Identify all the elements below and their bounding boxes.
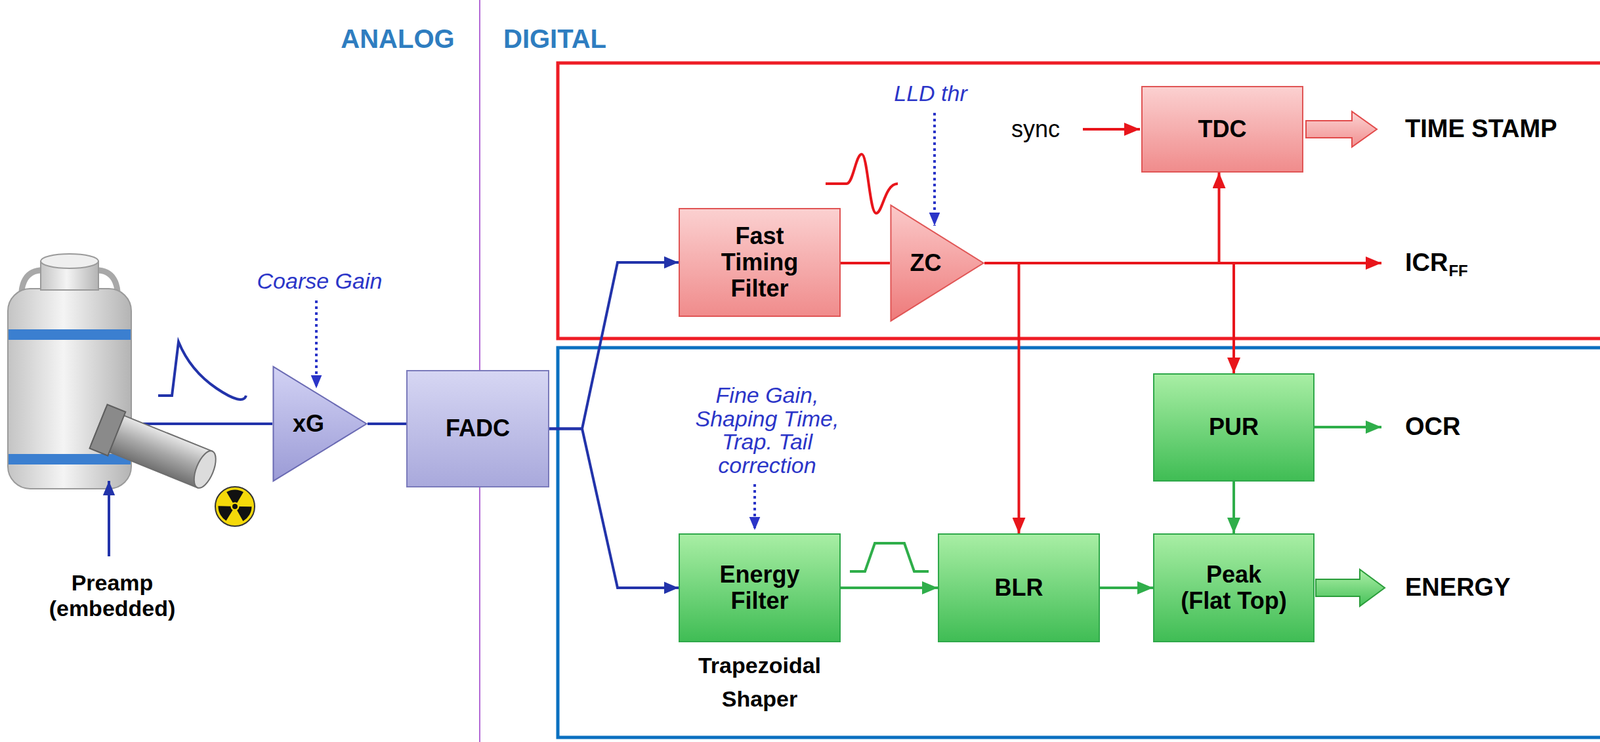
box-caption: Trapezoidal Shaper xyxy=(674,649,846,716)
box-label: ZC xyxy=(910,250,942,277)
parameter-note: Coarse Gain xyxy=(257,268,383,295)
probe-ring xyxy=(89,404,127,457)
comparator-triangle: ZC xyxy=(889,204,985,323)
box-label: xG xyxy=(292,410,325,438)
section-heading: ANALOG xyxy=(340,24,455,54)
signal-connector xyxy=(1232,481,1236,534)
probe-cap xyxy=(189,448,221,491)
amplifier-triangle: xG xyxy=(272,365,368,483)
box-label: FADC xyxy=(445,415,510,442)
box-label: PUR xyxy=(1208,414,1259,441)
parameter-arrow xyxy=(753,484,757,531)
process-box: FADC xyxy=(406,370,550,488)
triangle-shape xyxy=(890,205,984,321)
section-heading: DIGITAL xyxy=(503,23,607,54)
output-name: ICR xyxy=(1405,248,1448,277)
signal-connector xyxy=(367,422,407,426)
signal-wire xyxy=(131,422,273,426)
hollow-output-arrow xyxy=(1315,569,1385,607)
radiation-disc xyxy=(215,486,255,527)
hollow-output-arrow xyxy=(1305,111,1377,148)
dewar-stripe xyxy=(8,329,131,340)
signal-connector xyxy=(984,172,1220,264)
preamp-pulse-icon xyxy=(158,341,247,400)
box-label: TDC xyxy=(1198,116,1247,143)
process-box: Peak (Flat Top) xyxy=(1153,533,1315,643)
box-label: BLR xyxy=(994,574,1044,602)
bipolar-pulse-icon xyxy=(825,154,898,214)
parameter-arrow xyxy=(933,112,936,226)
sync-arrow xyxy=(1082,127,1140,131)
output-arrow xyxy=(1314,425,1382,429)
output-name: ENERGY xyxy=(1405,573,1511,602)
parameter-note: Coarse Gain xyxy=(257,268,383,294)
leader-arrow xyxy=(107,481,111,557)
box-label: Peak (Flat Top) xyxy=(1164,561,1303,615)
output-name: ENERGY xyxy=(1405,573,1511,603)
dewar-stripe xyxy=(8,454,131,465)
signal-connector xyxy=(840,586,938,590)
parameter-note: LLD thr xyxy=(893,80,968,106)
box-label: Energy Filter xyxy=(704,561,816,615)
process-box: TDC xyxy=(1141,85,1304,173)
signal-connector xyxy=(1099,586,1154,590)
timing-region xyxy=(557,63,1600,339)
dewar-lid xyxy=(40,253,99,269)
energy-region xyxy=(557,347,1600,738)
signal-connector xyxy=(984,263,1234,374)
signal-connector xyxy=(984,263,1020,534)
parameter-note: Fine Gain, Shaping Time, Trap. Tail corr… xyxy=(695,382,840,478)
signal-connector xyxy=(840,261,890,265)
box-label: Fast Timing Filter xyxy=(717,223,803,303)
output-subscript: FF xyxy=(1448,261,1468,280)
output-name: TIME STAMP xyxy=(1405,114,1558,144)
triangle-shape xyxy=(273,366,367,482)
parameter-arrow xyxy=(315,300,318,389)
trapezoid-pulse-icon xyxy=(849,543,929,572)
output-subscript: FF xyxy=(1448,261,1468,281)
output-name: OCR xyxy=(1405,412,1461,442)
process-box: PUR xyxy=(1153,373,1315,482)
radiation-symbol xyxy=(215,486,255,527)
output-name: ICR xyxy=(1405,248,1448,278)
signal-connector xyxy=(549,262,679,430)
process-box: Energy FilterTrapezoidal Shaper xyxy=(678,533,841,643)
parameter-note: LLD thr xyxy=(893,80,968,107)
parameter-note: Fine Gain, Shaping Time, Trap. Tail corr… xyxy=(688,383,846,478)
section-heading: ANALOG xyxy=(340,23,455,54)
section-heading: DIGITAL xyxy=(503,24,607,54)
process-box: BLR xyxy=(937,533,1100,643)
output-name: OCR xyxy=(1405,412,1461,441)
signal-connector xyxy=(549,429,679,589)
part-label: Preamp (embedded) xyxy=(49,570,176,621)
part-label: Preamp (embedded) xyxy=(42,570,184,622)
radiation-blades xyxy=(220,492,250,522)
process-box: Fast Timing Filter xyxy=(678,208,841,317)
signal-name: sync xyxy=(1011,115,1060,143)
output-name: TIME STAMP xyxy=(1405,114,1558,143)
radiation-center xyxy=(232,504,238,510)
dewar-body xyxy=(7,288,132,489)
signal-name: sync xyxy=(1011,115,1060,143)
